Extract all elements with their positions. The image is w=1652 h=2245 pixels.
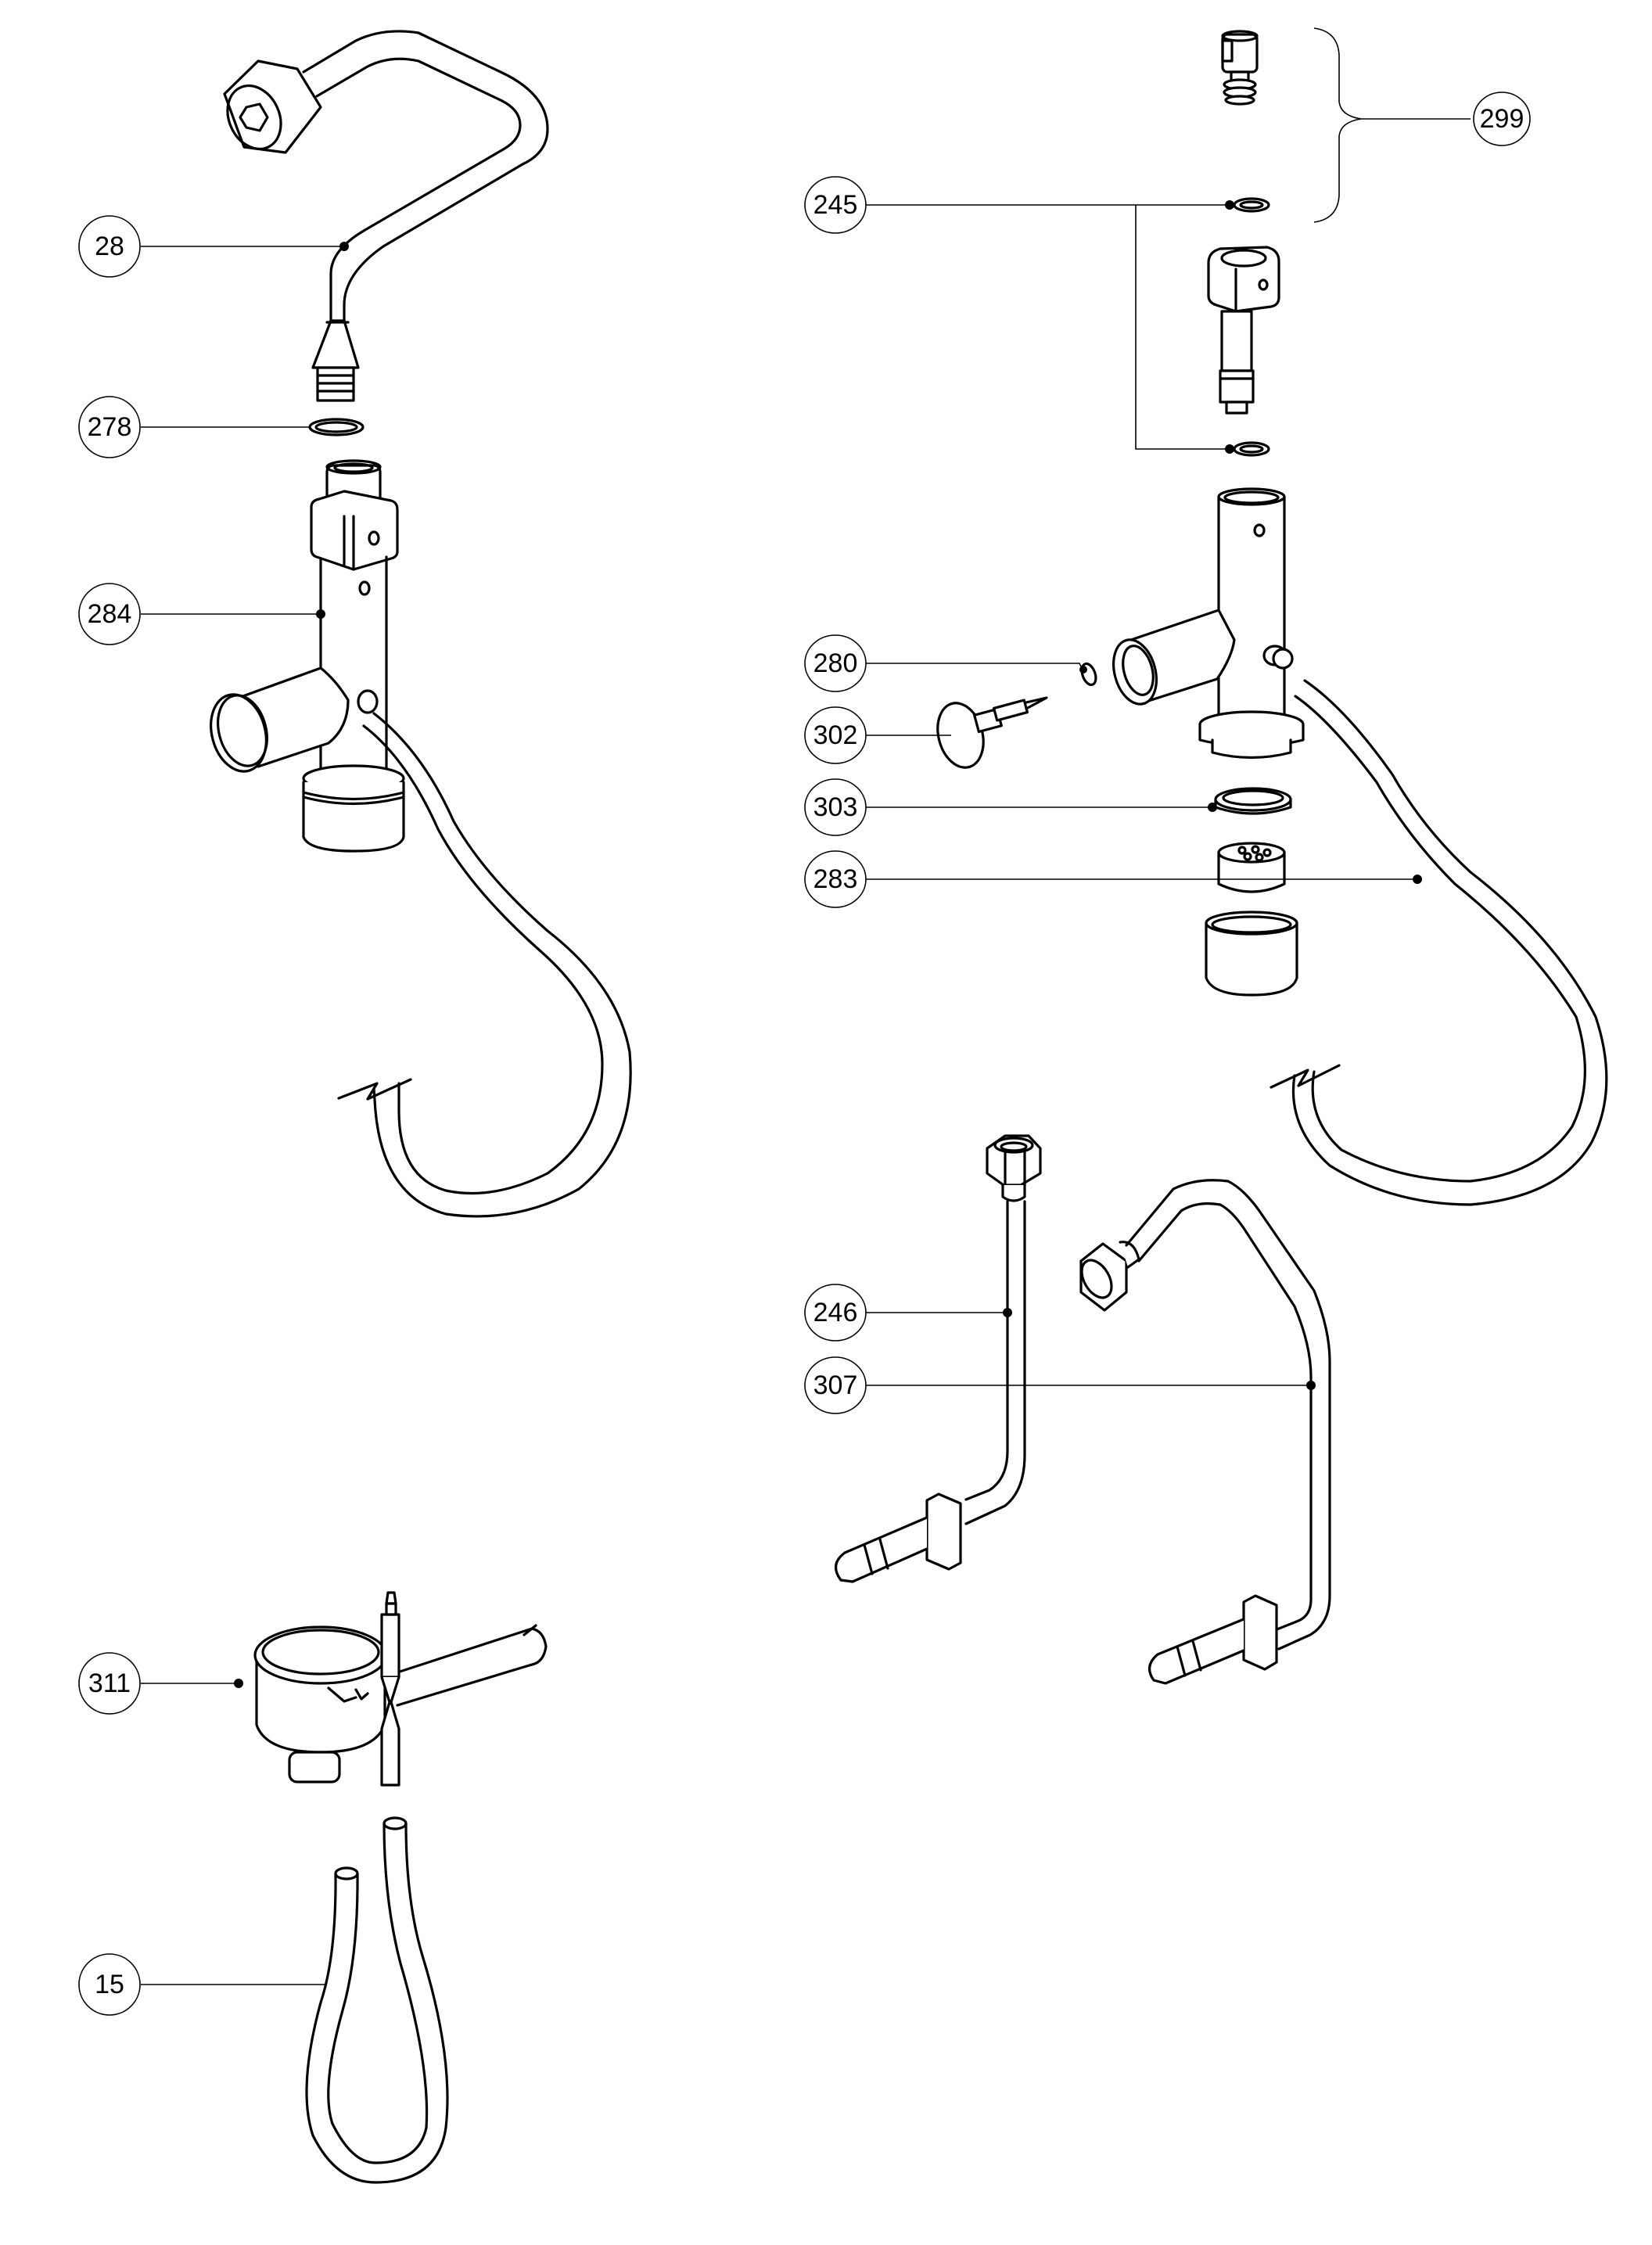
part-284-tap-body <box>210 459 405 853</box>
callout-label-303: 303 <box>813 792 858 822</box>
callout-label-284: 284 <box>88 599 132 629</box>
callout-label-278: 278 <box>88 412 132 442</box>
part-303-gasket <box>1214 787 1292 815</box>
callout-246[interactable]: 246 <box>804 1284 1012 1342</box>
callout-303[interactable]: 303 <box>804 778 1217 836</box>
part-302-knob-pin <box>936 696 1048 769</box>
left-hose <box>337 712 632 1218</box>
part-245-washer-bottom <box>1233 441 1270 457</box>
part-311-drip-cup <box>253 1591 548 1787</box>
part-280-clip <box>1080 662 1097 687</box>
callout-label-283: 283 <box>813 864 858 894</box>
callout-15[interactable]: 15 <box>78 1953 327 2016</box>
part-28-spout-pipe <box>223 30 549 402</box>
part-283-aerator <box>1217 842 1286 893</box>
part-245-washer-top <box>1233 197 1270 213</box>
callout-302[interactable]: 302 <box>804 706 951 764</box>
part-299-valve-cartridge <box>1221 27 1362 223</box>
callout-label-299: 299 <box>1480 104 1525 134</box>
callout-label-311: 311 <box>88 1668 131 1698</box>
part-307-pipe <box>1079 1179 1331 1685</box>
callout-label-15: 15 <box>95 1970 124 1999</box>
callout-283[interactable]: 283 <box>804 850 1422 908</box>
callout-245[interactable]: 245 <box>804 176 1234 454</box>
callout-label-307: 307 <box>813 1370 858 1400</box>
part-246-pipe <box>835 1134 1042 1583</box>
callout-label-246: 246 <box>813 1298 858 1327</box>
part-valve-head <box>1207 246 1280 415</box>
valve-body <box>1112 487 1305 760</box>
callout-278[interactable]: 278 <box>78 396 310 458</box>
callout-284[interactable]: 284 <box>78 583 325 645</box>
callout-label-28: 28 <box>95 232 124 261</box>
callout-311[interactable]: 311 <box>78 1652 243 1715</box>
callout-label-302: 302 <box>813 720 858 750</box>
callout-28[interactable]: 28 <box>78 215 349 278</box>
right-hose <box>1270 679 1608 1206</box>
callout-label-280: 280 <box>813 648 858 678</box>
callout-280[interactable]: 280 <box>804 634 1087 692</box>
aerator-cap <box>1205 911 1298 997</box>
callout-299[interactable]: 299 <box>1361 92 1531 146</box>
part-15-hose-loop <box>305 1816 449 2184</box>
callout-307[interactable]: 307 <box>804 1356 1316 1414</box>
part-278-seal-ring <box>308 418 365 436</box>
callout-label-245: 245 <box>813 190 858 220</box>
